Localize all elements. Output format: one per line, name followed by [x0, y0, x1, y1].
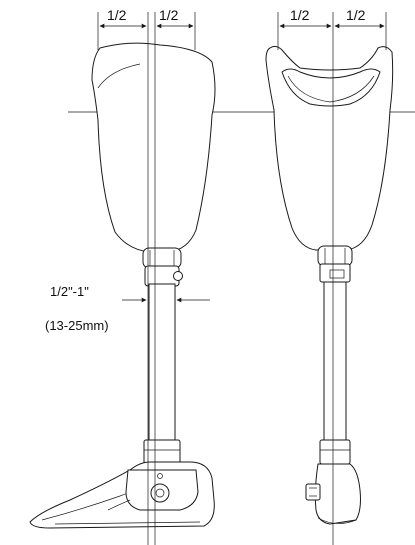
- front-tube-clamp: [319, 263, 351, 283]
- side-pylon-tube: [148, 283, 176, 441]
- side-pyramid-adapter: [142, 247, 182, 269]
- side-half-label-left: 1/2: [107, 7, 127, 23]
- front-half-label-right: 1/2: [346, 7, 366, 23]
- side-lower-adapter: [143, 439, 181, 465]
- front-socket-opening: [281, 68, 381, 107]
- front-lower-adapter: [319, 439, 351, 465]
- side-half-label-right: 1/2: [159, 7, 179, 23]
- side-socket: [91, 42, 216, 253]
- offset-label-metric: (13-25mm): [45, 318, 109, 333]
- front-foot-shell: [314, 463, 361, 525]
- front-pyramid-adapter: [317, 245, 353, 267]
- offset-label: 1/2"-1": [50, 284, 89, 299]
- side-view-prosthesis: 1/2 1/2 1/2"-1" (13-25mm): [29, 7, 216, 545]
- front-pylon-tube: [323, 281, 347, 441]
- front-view-prosthesis: 1/2 1/2: [265, 7, 394, 545]
- front-half-label-left: 1/2: [290, 7, 310, 23]
- front-ankle-bolt: [305, 483, 321, 501]
